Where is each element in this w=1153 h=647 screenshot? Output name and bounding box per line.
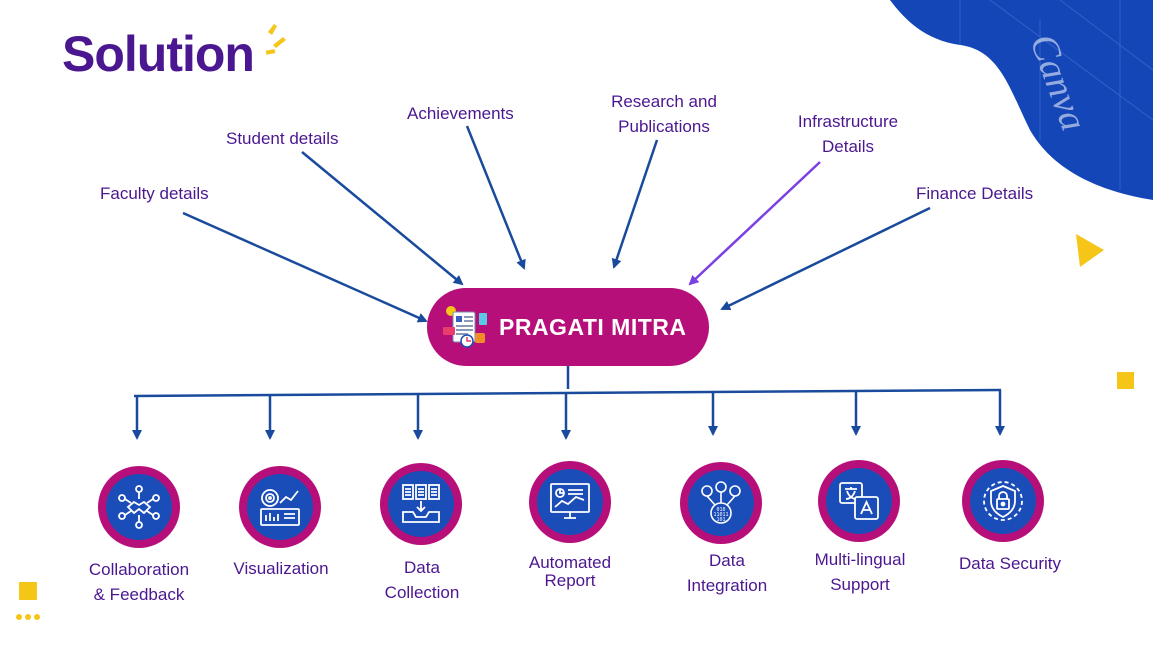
feature-label-data-security: Data Security [958,554,1062,573]
translate-icon [839,482,879,520]
shield-lock-icon [983,481,1023,521]
feature-data-integration: 010 11011 101 [680,462,762,544]
document-report-icon [443,306,487,348]
svg-text:11011: 11011 [713,512,728,518]
arrow-student [301,151,464,286]
arrow-achievements [465,125,526,270]
arrow-faculty [182,211,428,323]
square-decoration [19,582,37,600]
bus-line [133,388,1002,398]
input-label-student: Student details [226,129,339,148]
dashboard-chart-icon [260,489,300,526]
input-label-infrastructure: Infrastructure Details [797,112,899,156]
square-decoration [1117,372,1134,389]
binary-integration-icon: 010 11011 101 [701,481,741,524]
triangle-decoration [1076,234,1104,267]
handshake-network-icon [118,485,160,529]
input-label-faculty: Faculty details [100,184,209,203]
feature-label-data-integration: Data Integration [686,551,768,595]
feature-data-collection [380,463,462,545]
input-label-research: Research and Publications [611,92,717,136]
feature-multilingual [818,460,900,542]
arrow-research [611,139,659,269]
feature-automated-report [529,461,611,543]
hub-title: PRAGATI MITRA [499,313,687,340]
feature-label-data-collection: Data Collection [384,558,460,602]
arrow-finance [720,206,931,311]
arrow-infrastructure [688,161,821,286]
svg-text:010: 010 [716,507,725,513]
feature-label-automated-report: Automated Report [528,553,612,590]
sparkle-icon [265,24,286,55]
feature-label-multilingual: Multi-lingual Support [814,550,906,594]
input-label-finance: Finance Details [916,184,1034,203]
page-title: Solution [62,26,255,82]
feature-visualization [239,466,321,548]
svg-text:101: 101 [716,517,725,523]
feature-data-security [962,460,1044,542]
feature-label-visualization: Visualization [233,559,329,578]
feature-collaboration [98,466,180,548]
monitor-report-icon [550,483,590,519]
input-label-achievements: Achievements [407,104,514,123]
documents-inbox-icon [402,484,440,523]
feature-label-collaboration: Collaboration & Feedback [88,560,190,604]
dots-decoration [16,614,40,620]
pragati-mitra-hub: PRAGATI MITRA [427,288,709,366]
